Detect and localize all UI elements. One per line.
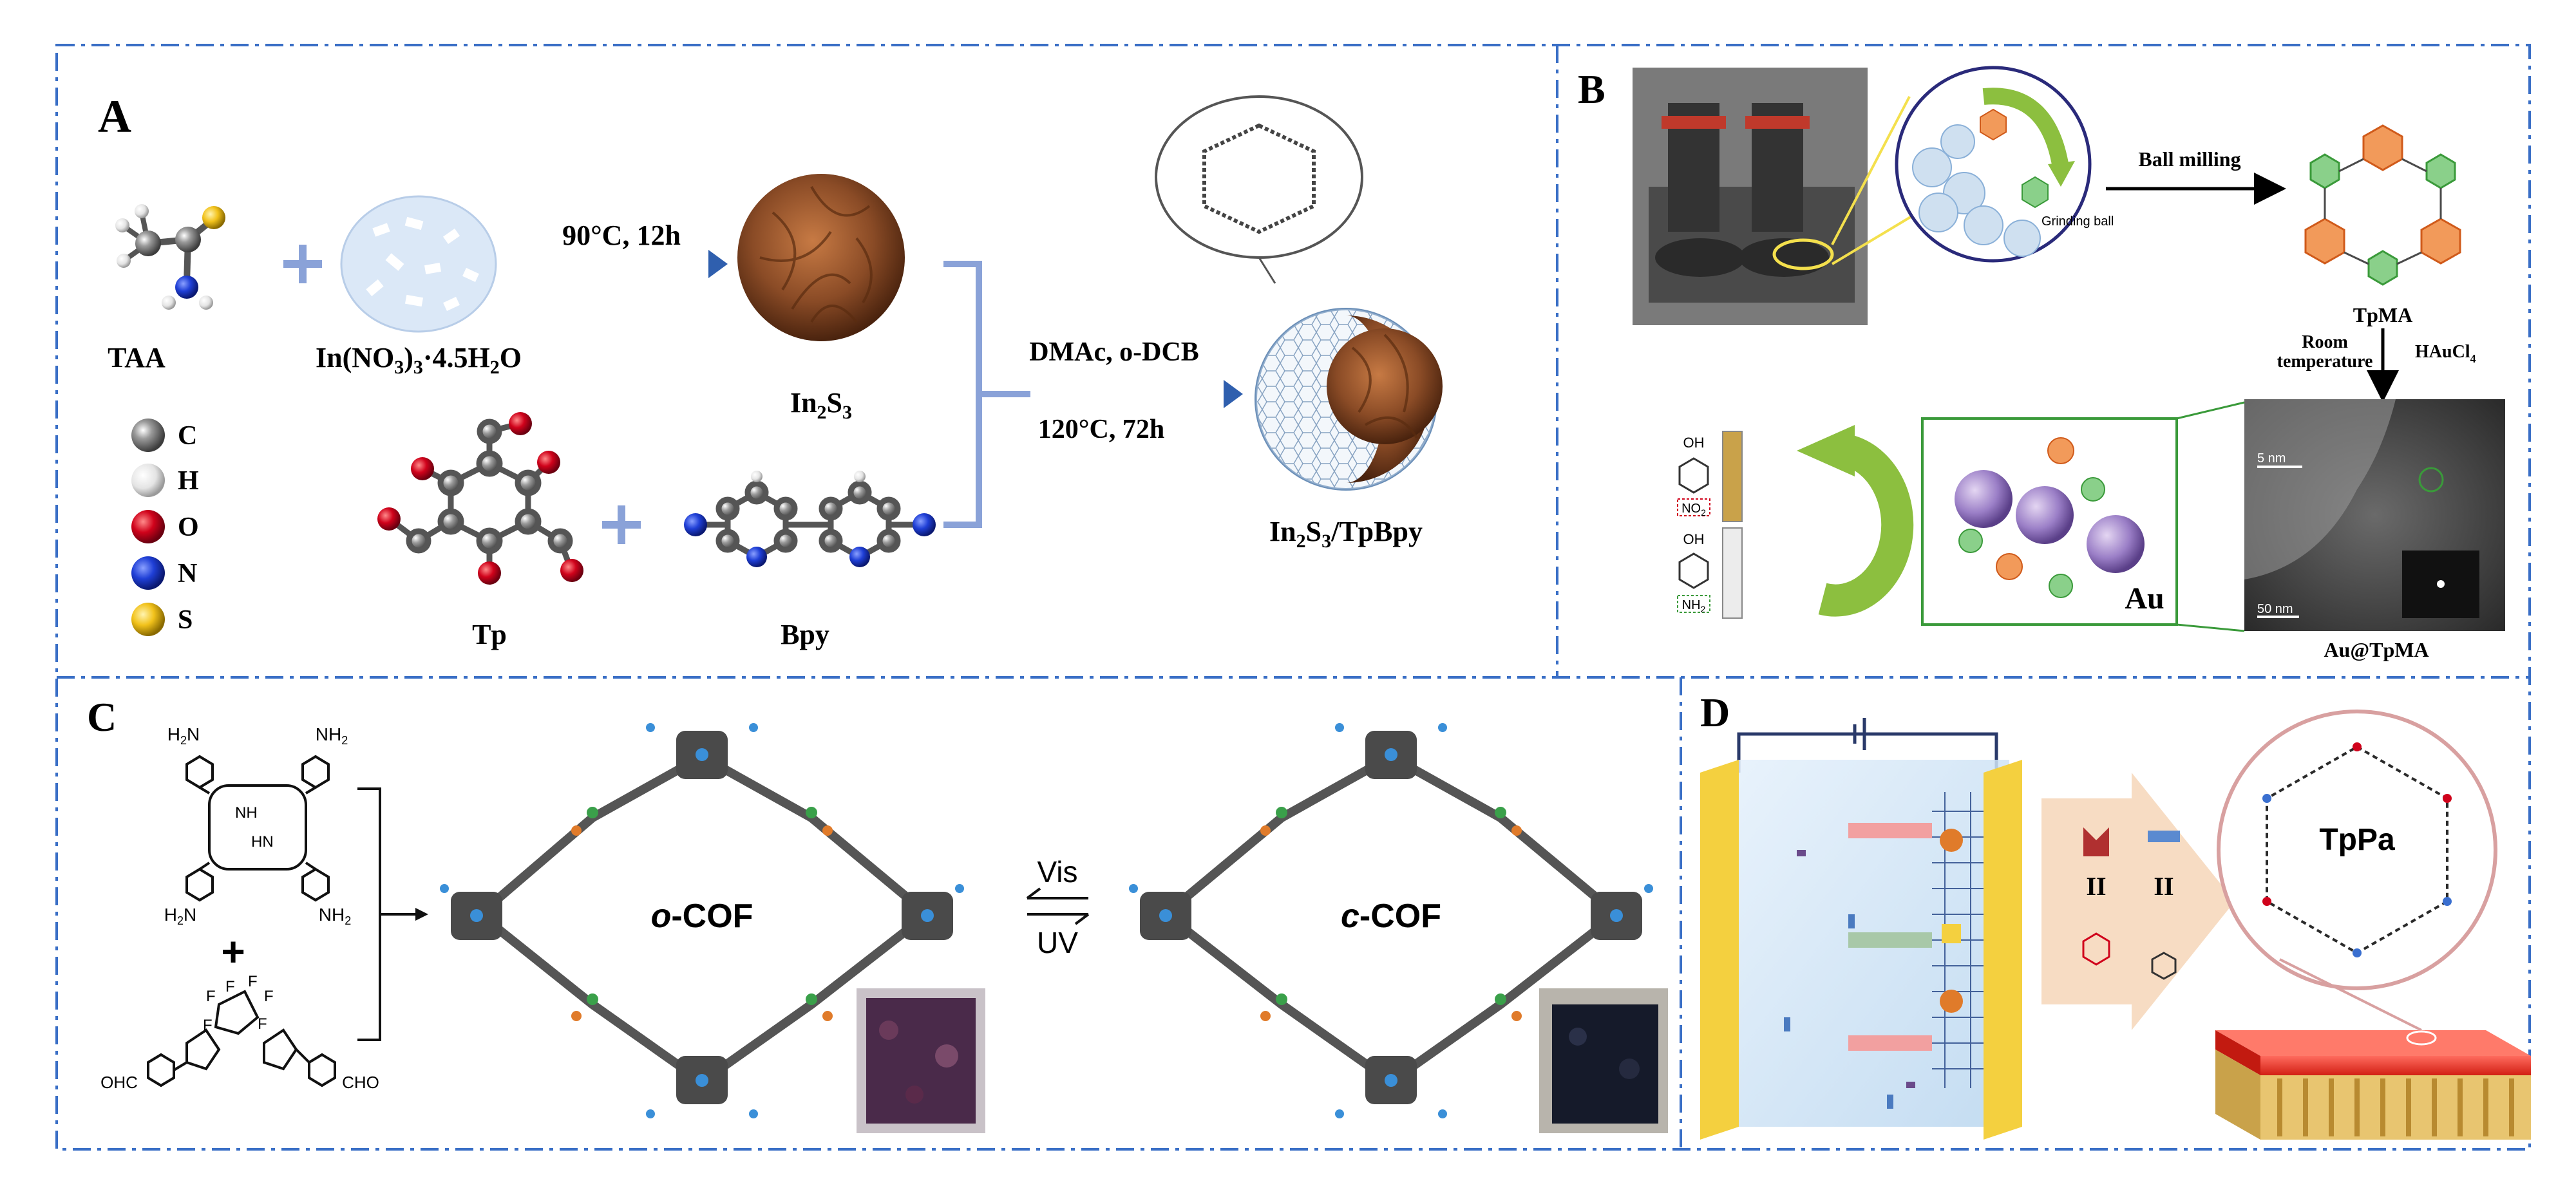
o-cof-label: o-COF bbox=[651, 898, 753, 935]
tppa-zoom bbox=[2217, 710, 2497, 1031]
legend-n-ball bbox=[131, 556, 165, 590]
vis-uv-arrows bbox=[1026, 887, 1090, 925]
panel-c: C H2N NH2 H2N NH2 NH HN + bbox=[87, 694, 1668, 1133]
taa-label: TAA bbox=[108, 342, 166, 373]
legend-s-ball bbox=[131, 603, 165, 636]
legend-o-ball bbox=[131, 510, 165, 543]
tppa-label: TpPa bbox=[2319, 823, 2395, 857]
panel-b-letter: B bbox=[1578, 66, 1605, 112]
ball-milling-label: Ball milling bbox=[2138, 147, 2240, 171]
c-f-3: F bbox=[248, 973, 258, 990]
plus-sign-a1 bbox=[283, 245, 322, 283]
legend-c-label: C bbox=[178, 421, 197, 451]
c-h2n-top-left: H2N bbox=[167, 724, 200, 747]
d-equals-right: II bbox=[2154, 872, 2174, 901]
nh2-label: NH2 bbox=[1682, 598, 1706, 614]
ball-mill-photo bbox=[1633, 68, 1868, 325]
bpy-label: Bpy bbox=[781, 619, 829, 650]
indium-nitrate-label: In(NO3)3·4.5H2O bbox=[316, 342, 522, 378]
room-label: Room bbox=[2302, 332, 2348, 352]
au-tpma-label: Au@TpMA bbox=[2324, 638, 2429, 661]
taa-molecule bbox=[115, 204, 225, 310]
panel-b: B Grinding ball bbox=[1578, 66, 2505, 661]
c-f-5: F bbox=[203, 1017, 213, 1034]
grinding-zoom: Grinding ball bbox=[1895, 66, 2114, 263]
tem-scale-50nm: 50 nm bbox=[2257, 602, 2293, 616]
product-label: In2S3/TpBpy bbox=[1269, 516, 1423, 552]
tp-label: Tp bbox=[472, 619, 507, 650]
c-cof-network bbox=[1129, 723, 1653, 1118]
c-nh-core: NH bbox=[235, 804, 258, 822]
tp-molecule bbox=[377, 412, 583, 585]
c-f-1: F bbox=[206, 988, 216, 1005]
c-plus-sign: + bbox=[221, 928, 245, 975]
c-cho-label: CHO bbox=[342, 1073, 379, 1092]
temperature-label: temperature bbox=[2277, 352, 2373, 372]
panel-d-letter: D bbox=[1700, 690, 1730, 735]
c-nh2-bottom-right: NH2 bbox=[319, 905, 351, 927]
oh-label-1: OH bbox=[1683, 435, 1705, 451]
oh-label-2: OH bbox=[1683, 531, 1705, 547]
d-equals-left: II bbox=[2086, 872, 2106, 901]
panel-borders bbox=[55, 44, 2531, 1151]
indium-nitrate-dish bbox=[340, 195, 497, 333]
legend-n-label: N bbox=[178, 559, 197, 588]
tem-scale-5nm: 5 nm bbox=[2257, 451, 2286, 466]
panel-c-letter: C bbox=[87, 694, 117, 740]
in2s3-flower bbox=[737, 174, 905, 341]
tpma-label: TpMA bbox=[2353, 303, 2412, 326]
au-tpma-structure: Au bbox=[1921, 401, 2245, 632]
legend-s-label: S bbox=[178, 605, 193, 635]
au-label: Au bbox=[2125, 581, 2164, 616]
legend-h-label: H bbox=[178, 466, 199, 496]
tppa-membrane bbox=[2215, 1030, 2531, 1140]
o-cof-photo bbox=[857, 988, 985, 1133]
diarylethene-monomer bbox=[147, 990, 336, 1087]
step1-label: 90°C, 12h bbox=[562, 220, 681, 251]
c-f-2: F bbox=[225, 978, 235, 995]
electrochemical-cell bbox=[1700, 718, 2022, 1140]
tpbpy-framework-zoom bbox=[1155, 95, 1363, 284]
panel-a: A TAA bbox=[98, 91, 1443, 650]
c-h2n-bottom-left: H2N bbox=[164, 905, 196, 927]
step2-top-label: DMAc, o-DCB bbox=[1029, 337, 1199, 367]
in2s3-tpbpy-composite bbox=[1255, 308, 1443, 491]
porphyrin-monomer bbox=[185, 755, 330, 902]
c-nh2-top-right: NH2 bbox=[316, 724, 348, 747]
no2-label: NO2 bbox=[1681, 502, 1706, 518]
c-cof-label: c-COF bbox=[1341, 898, 1441, 935]
in2s3-label: In2S3 bbox=[790, 387, 852, 423]
haucl-label: HAuCl4 bbox=[2415, 342, 2476, 365]
o-cof-network bbox=[440, 723, 964, 1118]
c-hn-core: HN bbox=[251, 833, 274, 851]
combine-bracket bbox=[943, 261, 1030, 528]
panel-d: D II II bbox=[1700, 690, 2531, 1140]
legend-o-label: O bbox=[178, 513, 199, 542]
c-bracket bbox=[357, 787, 419, 1041]
legend-h-ball bbox=[131, 464, 165, 497]
bpy-molecule bbox=[684, 471, 936, 567]
panel-a-letter: A bbox=[98, 91, 131, 142]
c-f-4: F bbox=[264, 988, 274, 1005]
synthesis-arrow-d: II II bbox=[2041, 773, 2235, 1030]
grinding-ball-label: Grinding ball bbox=[2041, 214, 2114, 229]
vis-label: Vis bbox=[1037, 855, 1077, 889]
plus-sign-a2 bbox=[602, 505, 641, 544]
c-ohc-label: OHC bbox=[100, 1073, 138, 1092]
step2-bottom-label: 120°C, 72h bbox=[1038, 415, 1165, 444]
tem-image: 5 nm 50 nm bbox=[2244, 399, 2505, 631]
nitrophenol-reduction: OH NO2 OH NH2 bbox=[1677, 425, 1914, 619]
legend-c-ball bbox=[131, 419, 165, 452]
uv-label: UV bbox=[1037, 926, 1078, 959]
c-f-6: F bbox=[258, 1015, 267, 1033]
element-legend: C H O N S bbox=[131, 419, 199, 636]
tpma-structure bbox=[2304, 124, 2461, 286]
c-cof-photo bbox=[1539, 988, 1668, 1133]
